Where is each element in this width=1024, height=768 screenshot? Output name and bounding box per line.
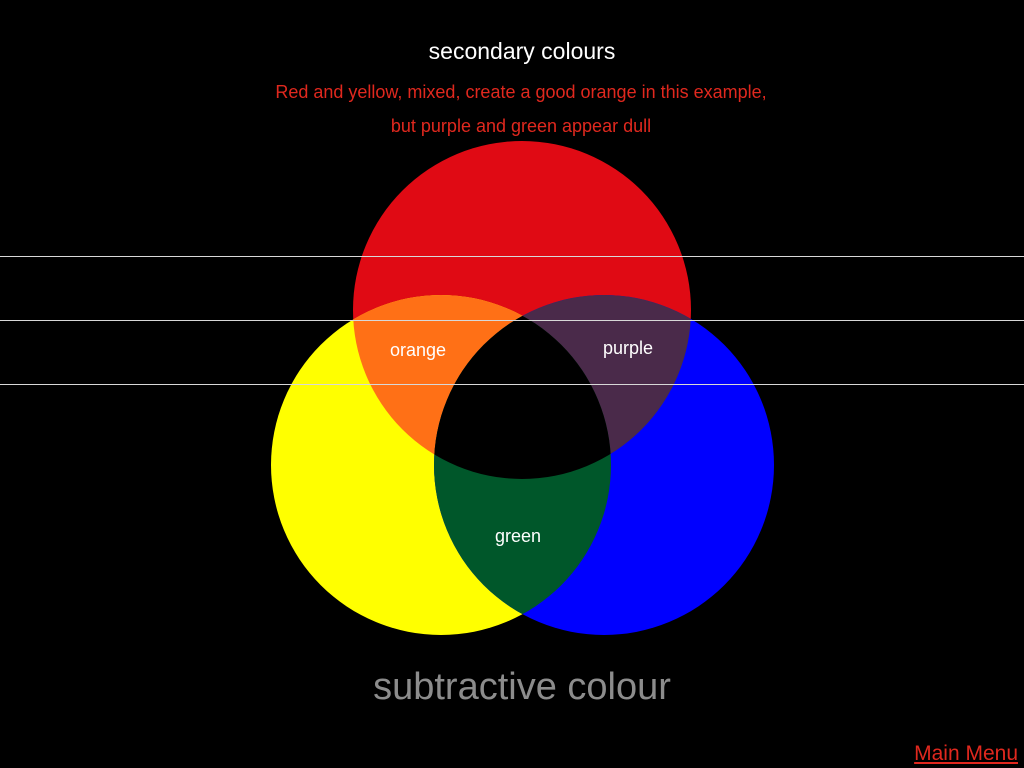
main-menu-link[interactable]: Main Menu (914, 742, 1018, 765)
page-title: secondary colours (428, 38, 616, 64)
purple-label: purple (603, 338, 653, 358)
footer-label: subtractive colour (373, 666, 671, 708)
horizontal-line-1 (0, 256, 1024, 257)
horizontal-line-2 (0, 320, 1024, 321)
subtitle-line-2: but purple and green appear dull (390, 116, 652, 136)
subtitle-line-1: Red and yellow, mixed, create a good ora… (275, 82, 767, 102)
orange-label: orange (390, 340, 446, 360)
horizontal-line-3 (0, 384, 1024, 385)
green-label: green (495, 526, 541, 546)
